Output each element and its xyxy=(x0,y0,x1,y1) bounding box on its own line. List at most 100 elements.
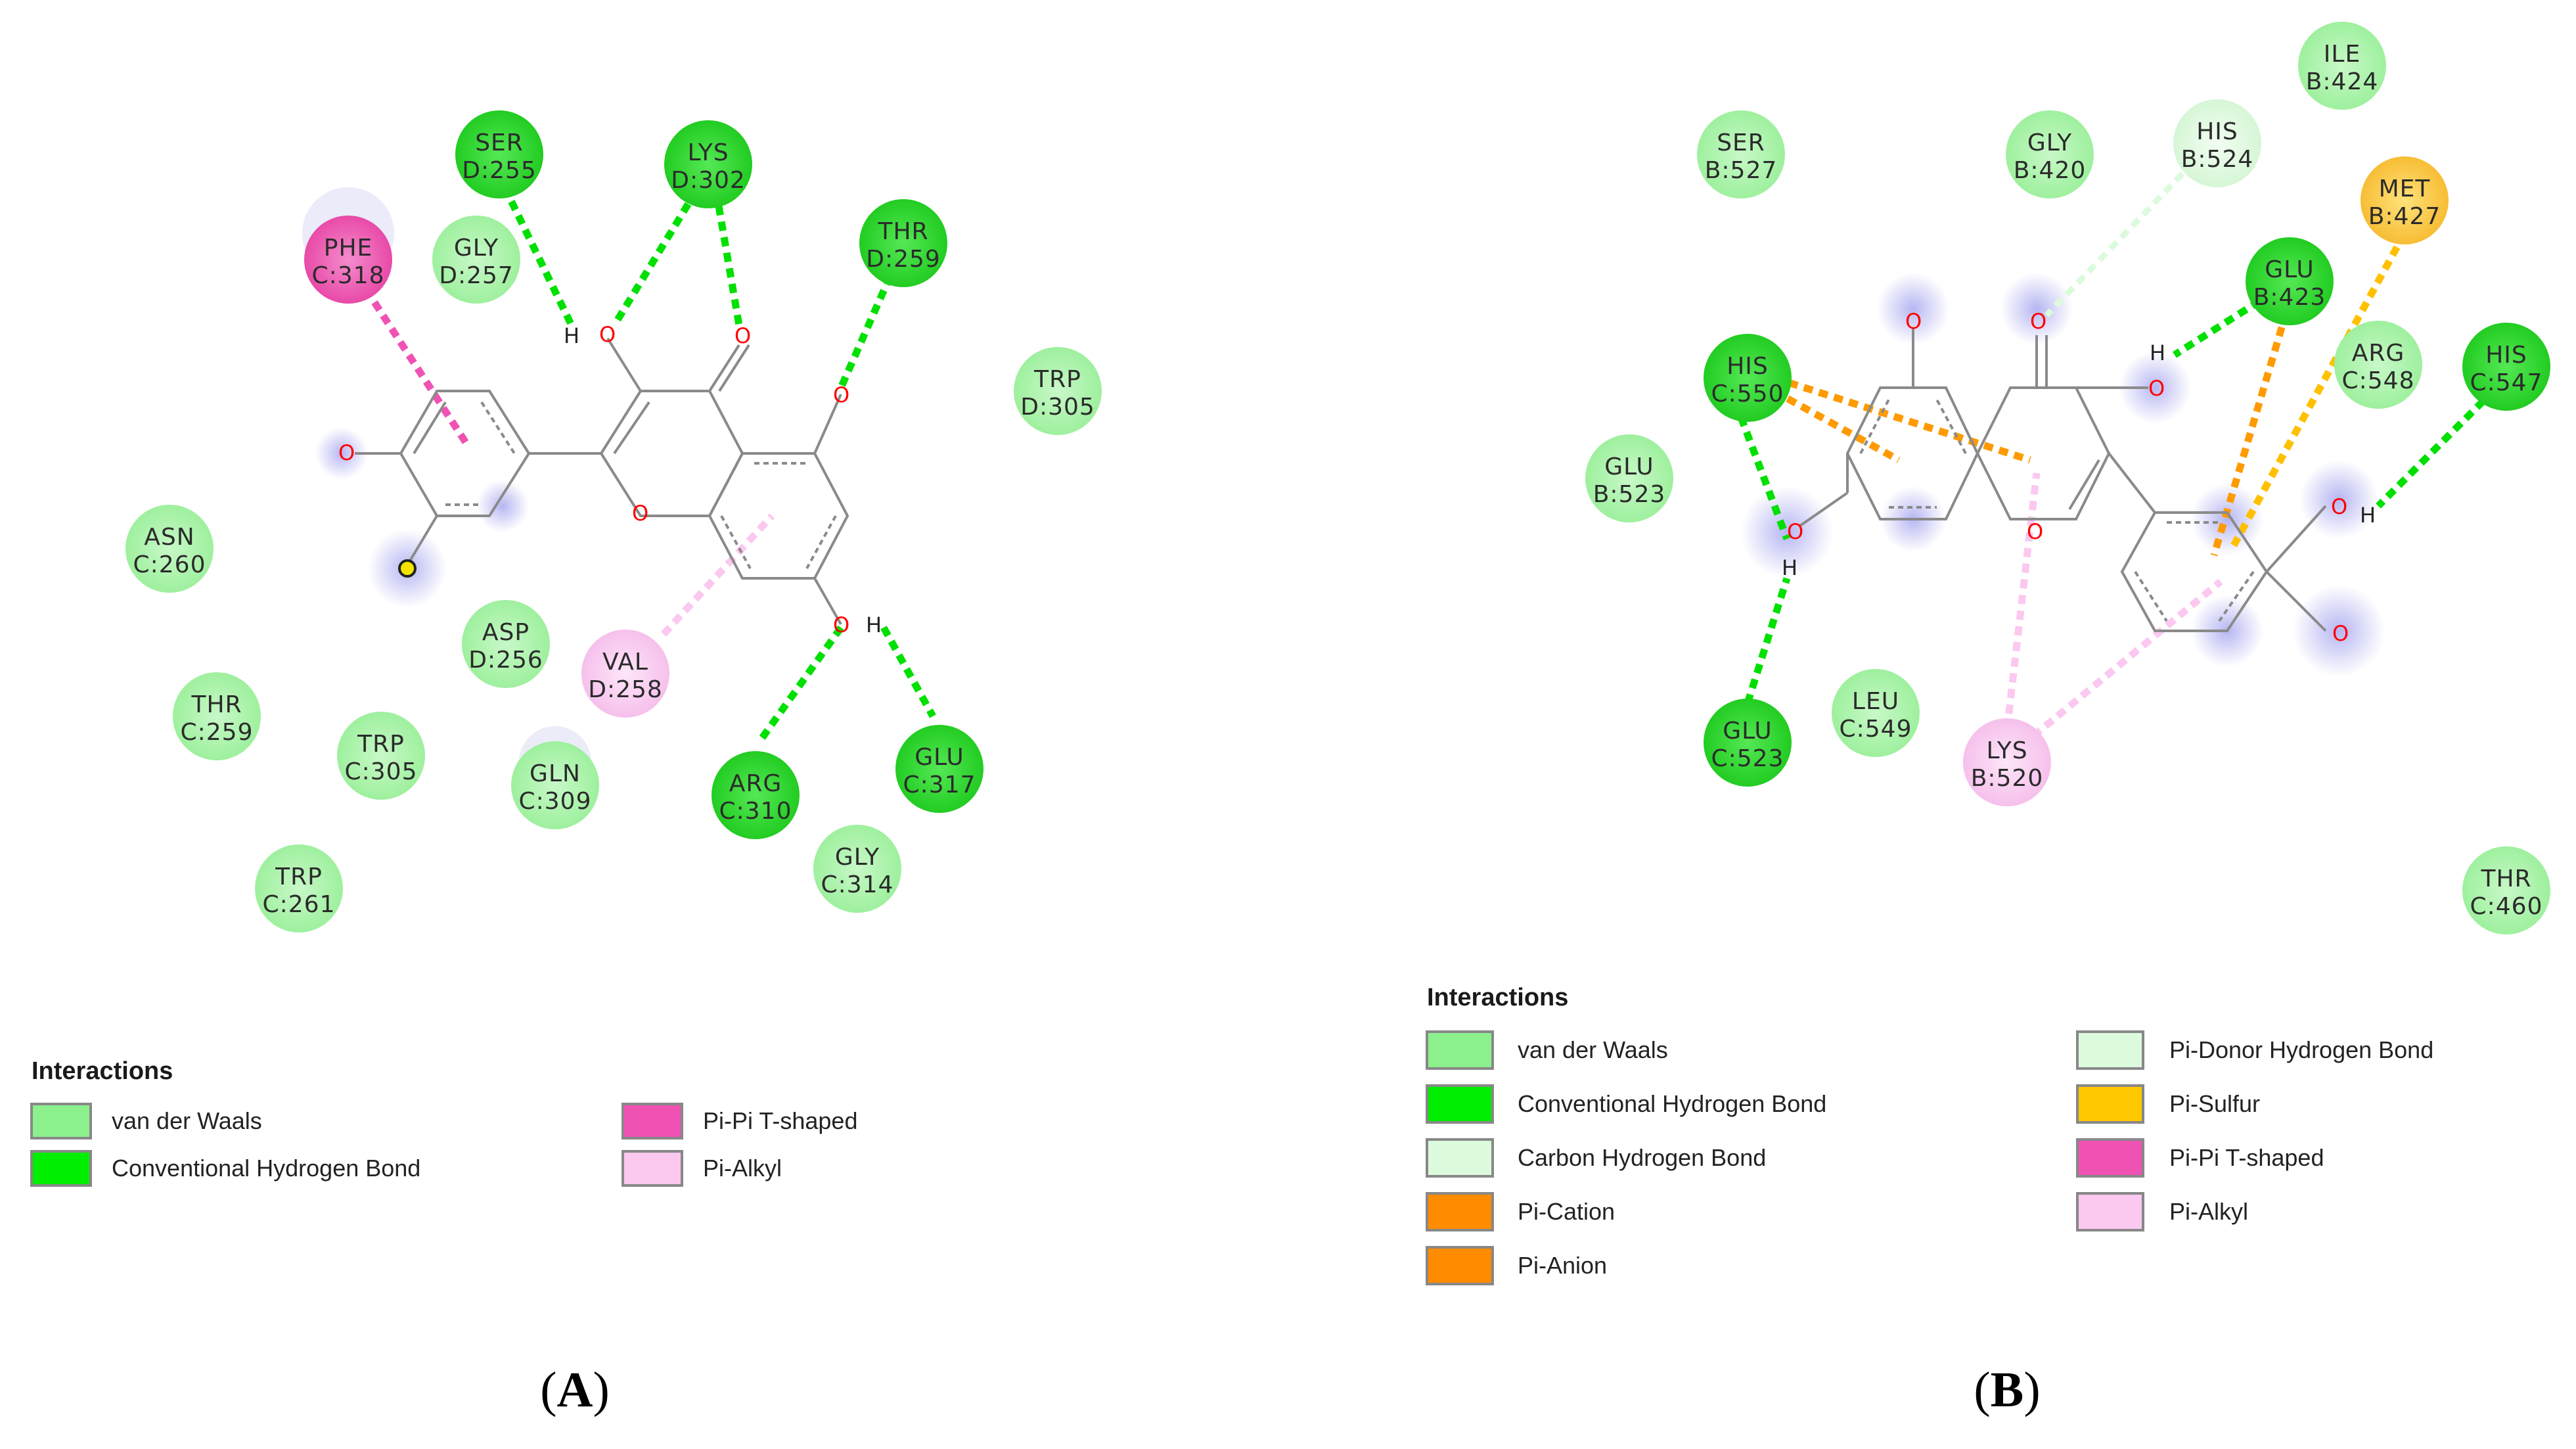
residue-name: THR xyxy=(2480,865,2531,892)
legend-item-pi-alkyl: Pi-Alkyl xyxy=(2076,1192,2248,1231)
residue-name: TRP xyxy=(357,731,405,758)
svg-text:Pi-Anion: Pi-Anion xyxy=(1518,1252,1607,1279)
residue-disc xyxy=(2361,156,2449,244)
svg-text:H: H xyxy=(2360,503,2376,528)
residue-disc xyxy=(1014,347,1102,435)
residue-name: GLU xyxy=(915,744,964,771)
legend-item-carbon-hbond: Carbon Hydrogen Bond xyxy=(1426,1138,1766,1178)
residue-id: C:549 xyxy=(1840,716,1912,743)
svg-text:Carbon Hydrogen Bond: Carbon Hydrogen Bond xyxy=(1518,1144,1766,1171)
legend-item-pi-alkyl: Pi-Alkyl xyxy=(621,1150,782,1187)
residue-name: ASP xyxy=(482,619,530,646)
panel-label-a: (A) xyxy=(540,1362,610,1417)
svg-text:O: O xyxy=(2027,519,2043,544)
svg-text:O: O xyxy=(2331,494,2347,519)
residue-name: ILE xyxy=(2324,41,2361,68)
residue-id: B:424 xyxy=(2306,68,2379,95)
residue-disc xyxy=(1704,334,1792,422)
residue-id: C:259 xyxy=(181,719,254,746)
residue-disc xyxy=(1704,699,1792,787)
residue-name: GLU xyxy=(1604,453,1654,480)
residue-id: C:310 xyxy=(719,798,792,825)
svg-text:O: O xyxy=(833,382,849,407)
residue-disc xyxy=(2246,237,2334,325)
legend-b: Interactions van der Waals Conventional … xyxy=(1426,984,2433,1285)
svg-text:O: O xyxy=(2030,309,2046,334)
residue-disc xyxy=(859,199,947,287)
legend-item-pi-sulfur: Pi-Sulfur xyxy=(2076,1084,2260,1124)
residue-name: ARG xyxy=(2352,340,2405,367)
svg-text:H: H xyxy=(866,612,882,637)
residue-id: D:258 xyxy=(588,676,663,703)
legend-item-pi-donor-hbond: Pi-Donor Hydrogen Bond xyxy=(2076,1030,2433,1070)
residue-disc xyxy=(125,505,214,593)
svg-text:H: H xyxy=(2150,340,2165,365)
legend-item-pi-pi-t-shaped: Pi-Pi T-shaped xyxy=(621,1103,857,1139)
residue-name: HIS xyxy=(2196,118,2238,145)
svg-text:Pi-Alkyl: Pi-Alkyl xyxy=(703,1155,782,1182)
legend-item-conventional-hbond: Conventional Hydrogen Bond xyxy=(1426,1084,1826,1124)
svg-text:van der Waals: van der Waals xyxy=(112,1107,262,1134)
residue-name: TRP xyxy=(275,863,323,890)
residue-name: GLY xyxy=(2027,129,2072,156)
svg-text:(A): (A) xyxy=(540,1362,610,1417)
svg-text:(B): (B) xyxy=(1974,1362,2040,1417)
svg-text:Interactions: Interactions xyxy=(1427,984,1568,1011)
residue-id: D:302 xyxy=(671,167,746,194)
residue-id: C:547 xyxy=(2470,369,2543,396)
svg-text:O: O xyxy=(2332,621,2349,646)
residue-disc xyxy=(432,216,520,304)
svg-text:Pi-Alkyl: Pi-Alkyl xyxy=(2169,1198,2248,1225)
residue-id: D:255 xyxy=(462,157,537,184)
legend-item-pi-anion: Pi-Anion xyxy=(1426,1246,1607,1285)
residue-name: ARG xyxy=(729,770,782,797)
svg-text:Pi-Donor Hydrogen Bond: Pi-Donor Hydrogen Bond xyxy=(2169,1036,2433,1063)
residue-disc xyxy=(2173,99,2261,187)
residue-name: GLY xyxy=(454,235,499,262)
svg-text:O: O xyxy=(2148,376,2165,401)
residue-id: B:524 xyxy=(2181,146,2254,173)
residues-b: ILEB:424SERB:527GLYB:420HISB:524METB:427… xyxy=(1585,22,2550,934)
residue-id: B:527 xyxy=(1705,157,1778,184)
ligand-b xyxy=(1799,329,2327,632)
interaction-lines-b xyxy=(1737,149,2486,739)
residue-disc xyxy=(712,751,800,839)
residue-disc xyxy=(1832,669,1920,757)
panel-a: O O H O O O O H SERD:255LYSD:302THRD:259… xyxy=(30,110,1102,1417)
residue-id: C:305 xyxy=(345,758,418,785)
legend-a: Interactions van der Waals Conventional … xyxy=(30,1057,857,1187)
residue-name: SER xyxy=(1717,129,1765,156)
residue-disc xyxy=(337,712,425,800)
interaction-lines-a xyxy=(371,185,936,745)
svg-text:H: H xyxy=(564,323,579,348)
svg-text:Pi-Pi T-shaped: Pi-Pi T-shaped xyxy=(703,1107,857,1134)
svg-text:H: H xyxy=(1782,555,1797,580)
residue-id: B:423 xyxy=(2253,284,2326,311)
residue-id: B:523 xyxy=(1593,481,1666,508)
residue-id: D:259 xyxy=(866,246,941,273)
svg-text:O: O xyxy=(338,440,355,465)
residue-name: THR xyxy=(877,218,928,245)
legend-item-conventional-hbond: Conventional Hydrogen Bond xyxy=(30,1150,420,1187)
residue-id: C:550 xyxy=(1711,380,1784,407)
ligand-a xyxy=(355,337,849,625)
